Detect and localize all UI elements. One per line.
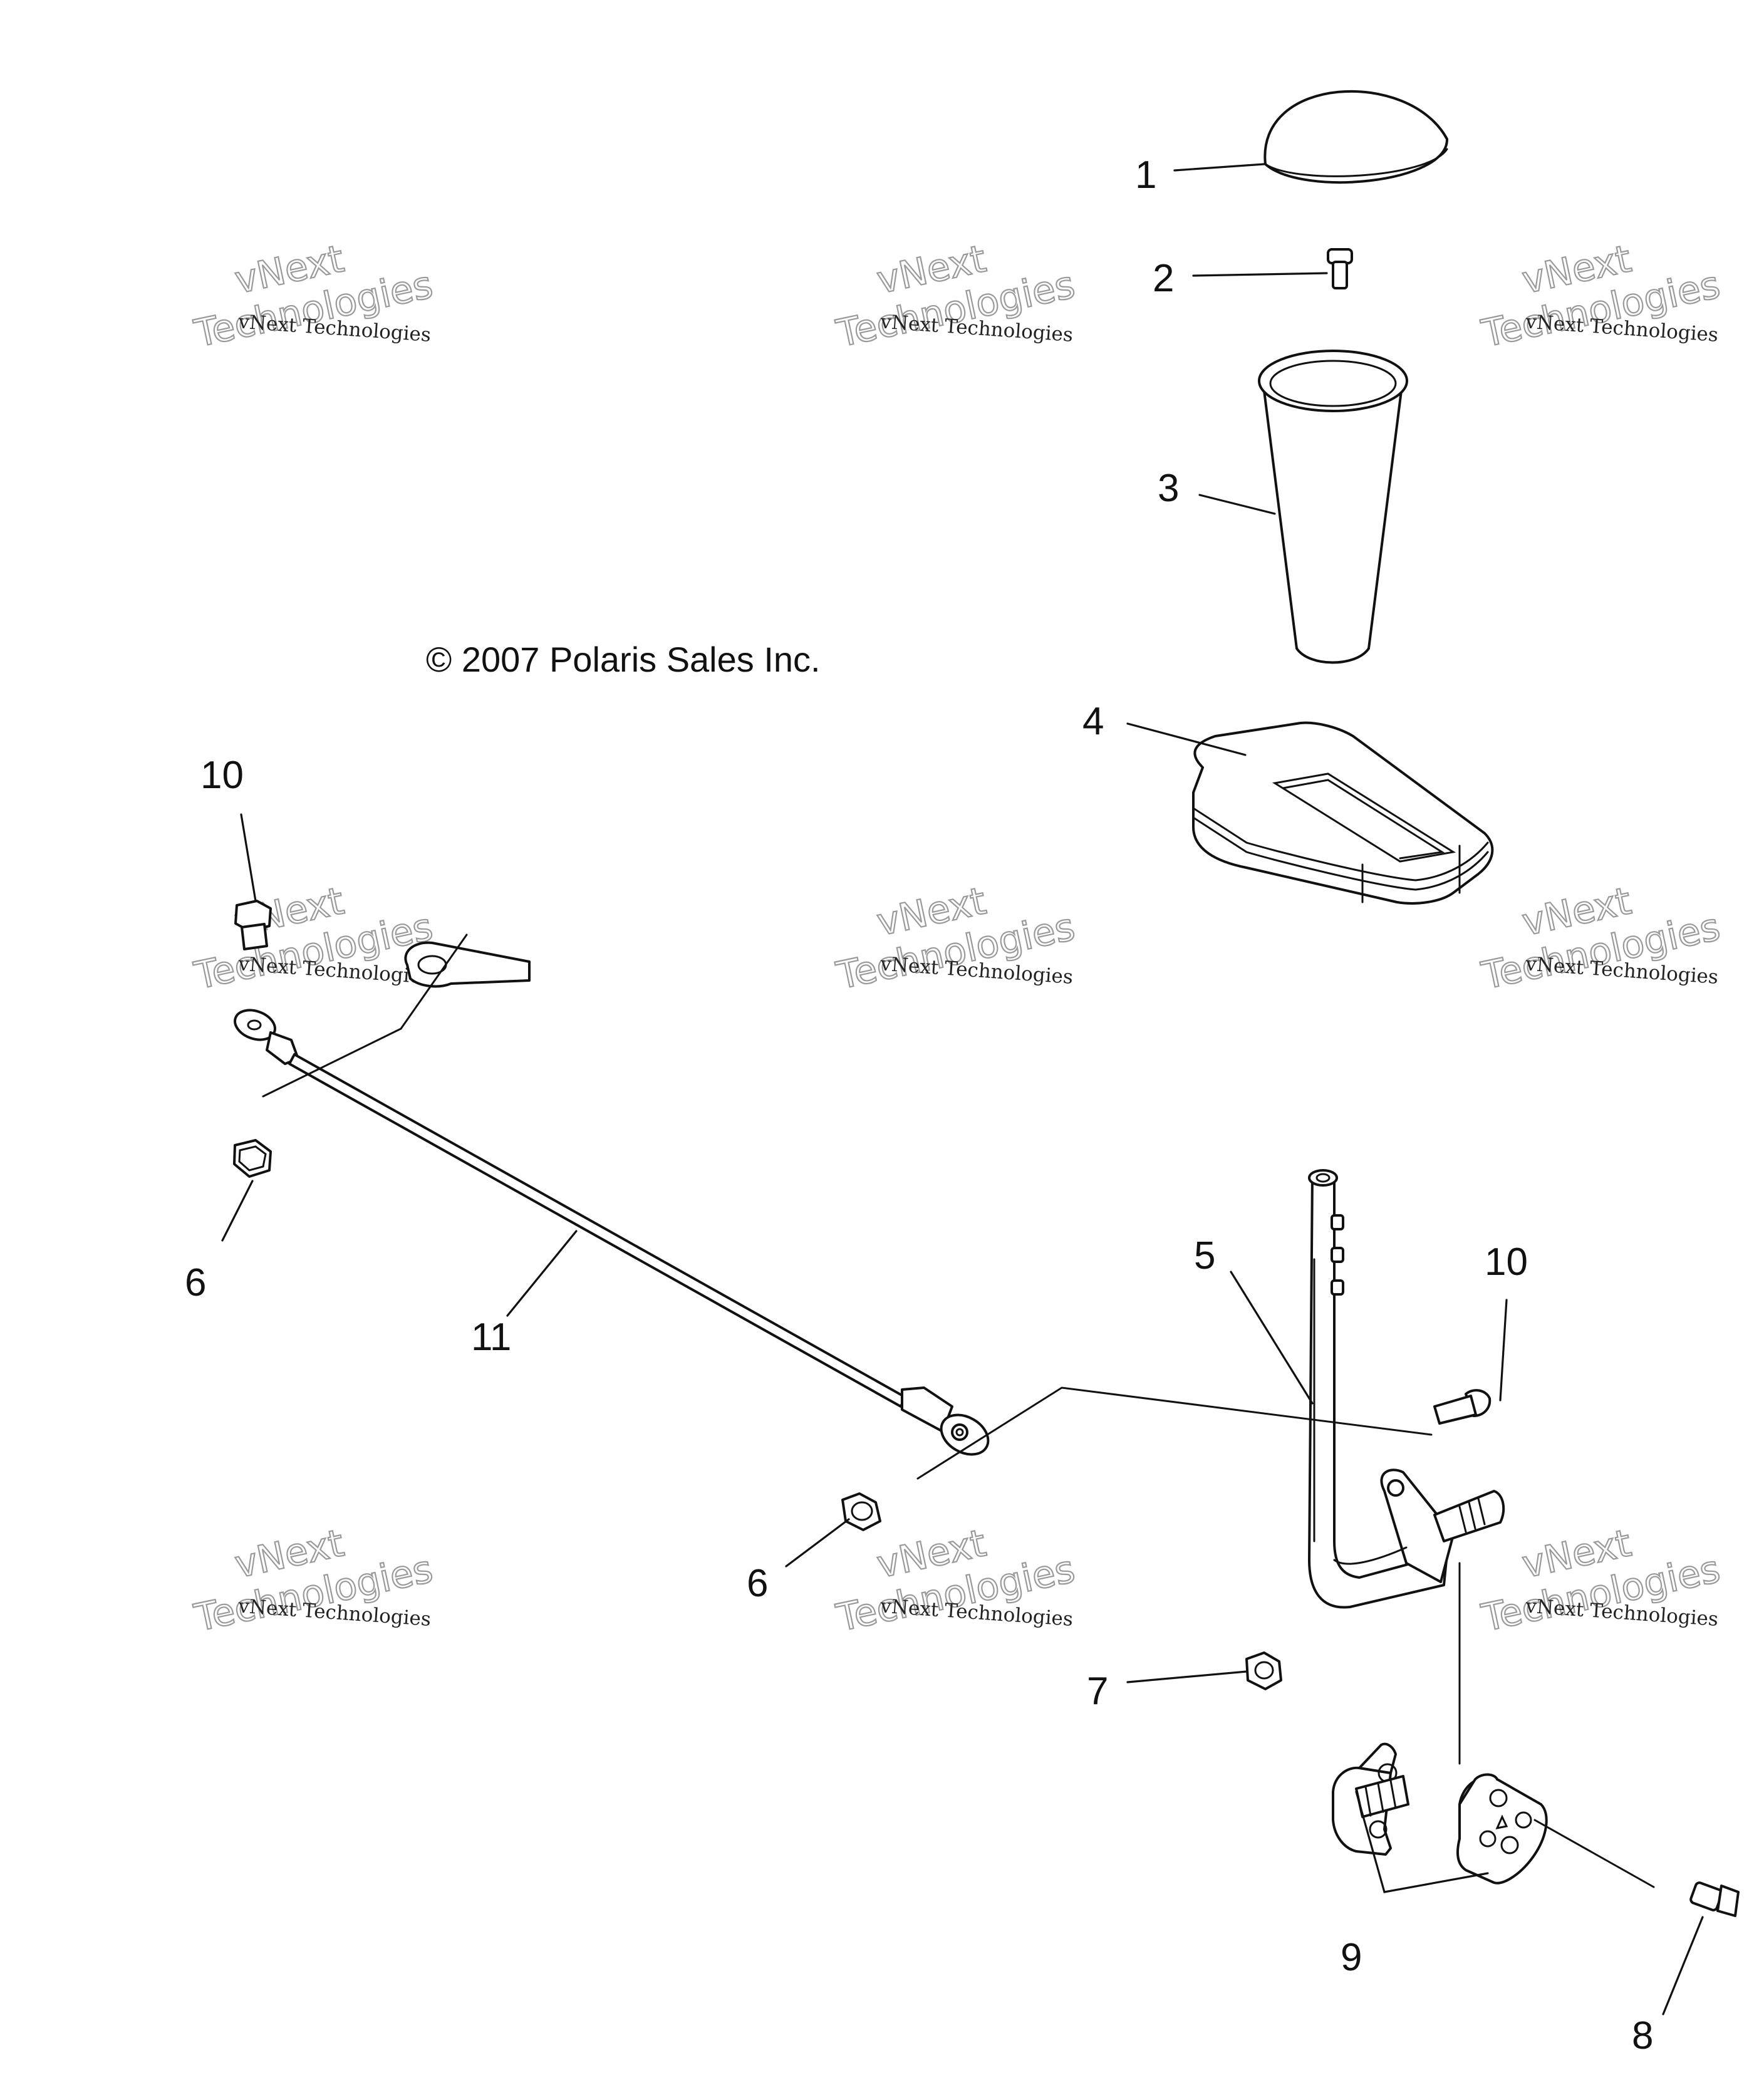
- watermark-7: vNext Technologies vNext Technologies: [190, 1521, 437, 1641]
- callout-1: 1: [1135, 153, 1156, 197]
- callout-2: 2: [1153, 257, 1174, 300]
- watermark-4: vNext Technologies vNext Technologies: [190, 878, 437, 999]
- callout-6-center: 6: [747, 1562, 768, 1605]
- watermark-9: vNext Technologies vNext Technologies: [1477, 1521, 1725, 1641]
- watermark-6: vNext Technologies vNext Technologies: [1477, 878, 1725, 999]
- callout-7: 7: [1087, 1670, 1108, 1713]
- part-10-bolt-left: [234, 900, 272, 950]
- part-5-shift-lever: [1308, 1169, 1505, 1609]
- transmission-arm-bracket: [404, 941, 531, 988]
- part-4-shift-plate: [1192, 721, 1494, 905]
- callout-3: 3: [1158, 467, 1179, 510]
- part-10-bolt-right: [1433, 1389, 1492, 1425]
- watermark-2: vNext Technologies vNext Technologies: [832, 236, 1079, 356]
- callout-10-left: 10: [200, 754, 244, 797]
- watermark-1: vNext Technologies vNext Technologies: [190, 236, 437, 356]
- callout-10-right: 10: [1485, 1240, 1528, 1284]
- watermark-3: vNext Technologies vNext Technologies: [1477, 236, 1725, 356]
- part-2-screw: [1327, 248, 1353, 289]
- part-6-nut-left: [233, 1139, 272, 1178]
- part-9-coupler: [1332, 1742, 1548, 1885]
- copyright-notice: © 2007 Polaris Sales Inc.: [426, 640, 821, 679]
- part-6-nut-center: [841, 1492, 881, 1531]
- callout-11: 11: [471, 1316, 511, 1359]
- callout-9: 9: [1341, 1936, 1362, 1979]
- part-8-bolt: [1689, 1881, 1740, 1917]
- callout-4: 4: [1082, 700, 1104, 743]
- part-3-shift-knob: [1258, 350, 1408, 664]
- callout-5: 5: [1194, 1234, 1215, 1277]
- part-11-linkage-rod: [234, 1009, 990, 1456]
- part-7-nut: [1245, 1651, 1282, 1690]
- watermark-5: vNext Technologies vNext Technologies: [832, 878, 1079, 999]
- assembly-lines: [262, 933, 1655, 1888]
- callout-labels: 1 2 3 4 5 6 6 7 8 9 10 10 11: [185, 153, 1653, 2057]
- callout-6-left: 6: [185, 1261, 206, 1304]
- leader-lines: [221, 163, 1704, 2015]
- callout-8: 8: [1632, 2014, 1653, 2057]
- part-1-knob-cap: [1263, 90, 1449, 184]
